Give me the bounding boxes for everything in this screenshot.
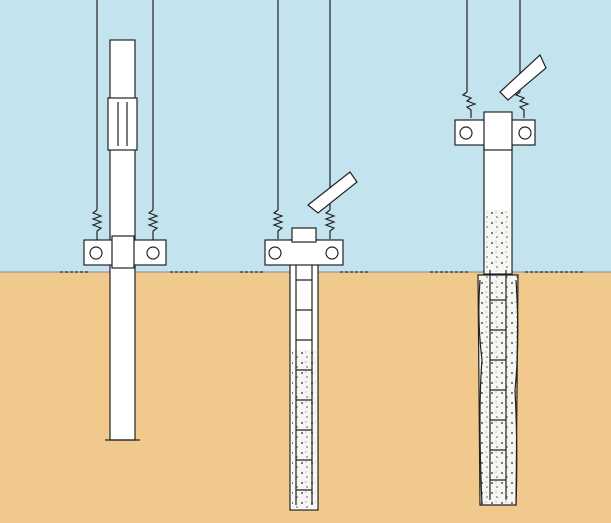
stage-2-concrete-pouring xyxy=(240,0,370,511)
stage-3-casing-withdrawal xyxy=(430,0,585,506)
stage-1-casing-driving xyxy=(60,0,200,441)
